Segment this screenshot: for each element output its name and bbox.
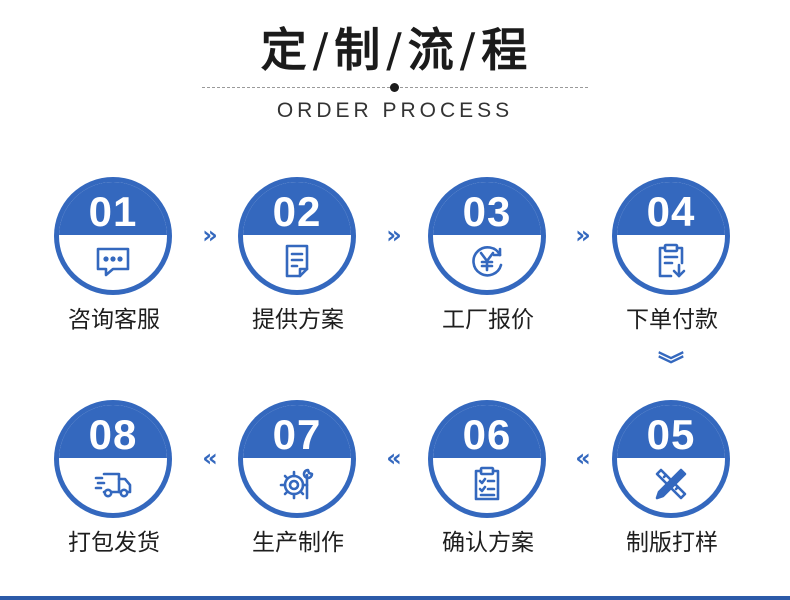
- step-number: 08: [88, 411, 138, 458]
- arrow-right-icon: »: [386, 221, 402, 249]
- chat-bubble-icon: [93, 241, 133, 281]
- title-divider-left: [202, 87, 390, 88]
- step-label: 提供方案: [252, 307, 344, 333]
- pencil-ruler-icon: [651, 464, 691, 504]
- step-badge: 08: [54, 400, 172, 518]
- arrow-right-icon: »: [202, 221, 218, 249]
- step-label: 咨询客服: [68, 307, 160, 333]
- title-char: 程: [481, 23, 530, 77]
- step-badge: 05: [612, 400, 730, 518]
- title-separator: /: [312, 23, 331, 77]
- arrow-left-icon: «: [202, 444, 218, 472]
- step-number: 03: [462, 188, 512, 235]
- title-char: 定: [260, 23, 309, 77]
- step-label: 打包发货: [68, 530, 160, 556]
- bottom-border: [0, 596, 790, 600]
- step-badge: 04: [612, 177, 730, 295]
- title-divider-dot: [390, 83, 399, 92]
- step-number: 05: [646, 411, 696, 458]
- step-badge: 02: [238, 177, 356, 295]
- arrow-down-icon: ︾: [657, 351, 684, 381]
- arrow-left-icon: «: [386, 444, 402, 472]
- step-number: 02: [272, 188, 322, 235]
- page-title: 定/制/流/程: [0, 22, 790, 78]
- step-label: 工厂报价: [442, 307, 534, 333]
- step-badge: 06: [428, 400, 546, 518]
- delivery-truck-icon: [93, 464, 133, 504]
- step-label: 生产制作: [252, 530, 344, 556]
- checklist-icon: [467, 464, 507, 504]
- step-badge: 01: [54, 177, 172, 295]
- document-icon: [277, 241, 317, 281]
- step-number: 04: [646, 188, 696, 235]
- step-number: 07: [272, 411, 322, 458]
- step-badge: 03: [428, 177, 546, 295]
- yen-refresh-icon: [467, 241, 507, 281]
- title-divider-right: [400, 87, 588, 88]
- gear-wrench-icon: [277, 464, 317, 504]
- clipboard-download-icon: [651, 241, 691, 281]
- title-char: 制: [334, 23, 383, 77]
- step-label: 下单付款: [626, 307, 718, 333]
- step-number: 01: [88, 188, 138, 235]
- title-char: 流: [407, 23, 456, 77]
- page-subtitle: ORDER PROCESS: [276, 99, 514, 122]
- arrow-right-icon: »: [575, 221, 591, 249]
- title-separator: /: [386, 23, 404, 77]
- title-separator: /: [459, 23, 478, 77]
- step-label: 制版打样: [626, 530, 718, 556]
- step-label: 确认方案: [442, 530, 534, 556]
- step-badge: 07: [238, 400, 356, 518]
- arrow-left-icon: «: [575, 444, 591, 472]
- step-number: 06: [462, 411, 512, 458]
